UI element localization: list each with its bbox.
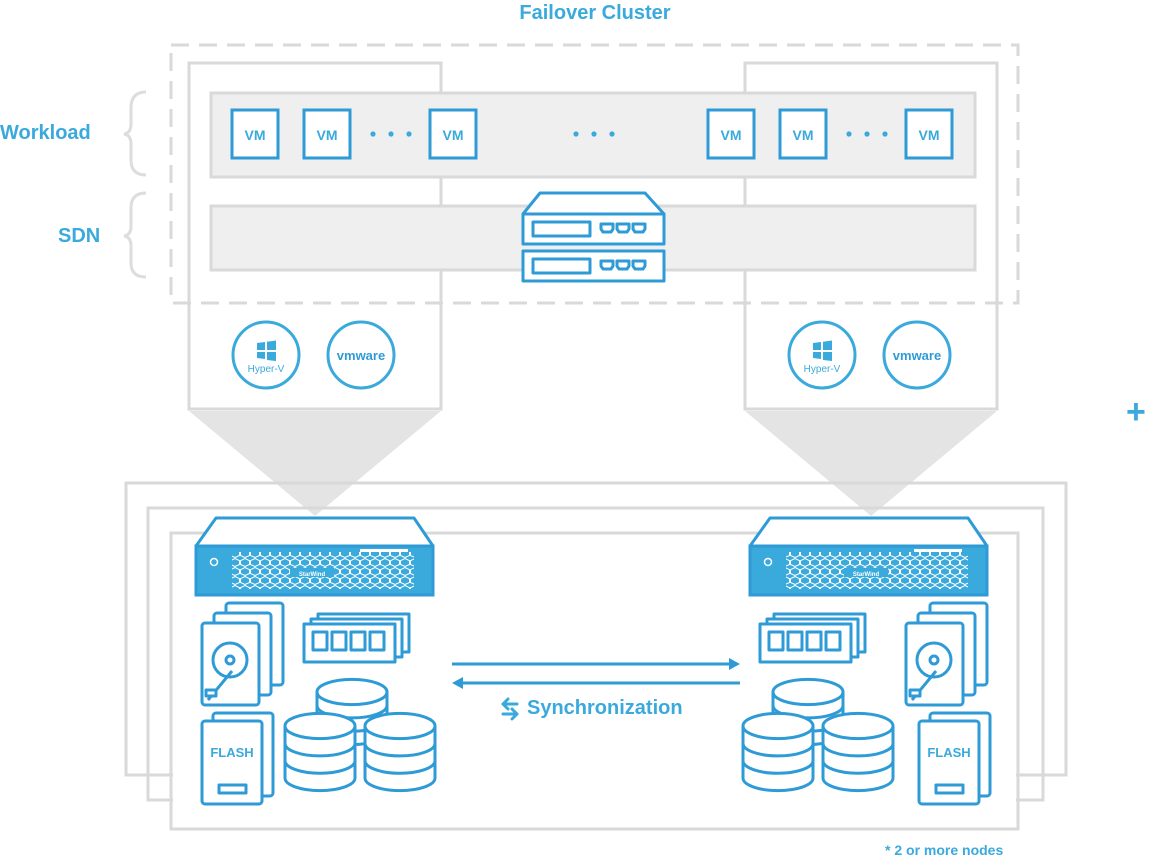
vm-box: VM (230, 108, 280, 160)
server-brand-left: StarWind (299, 572, 326, 578)
ellipsis-right (846, 131, 888, 137)
ram-icon-left (302, 612, 411, 664)
flash-drive-left (200, 711, 275, 806)
windows-icon (257, 340, 276, 361)
sdn-brace (123, 191, 147, 279)
vm-label: VM (919, 127, 940, 143)
funnel-right (745, 411, 997, 516)
synchronization-label: Synchronization (527, 697, 683, 719)
workload-label: Workload (0, 122, 91, 144)
database-icon (741, 711, 815, 793)
hyperv-label-left: Hyper-V (248, 364, 285, 375)
vmware-circle-right (882, 320, 952, 390)
vm-label: VM (793, 127, 814, 143)
flash-drive-right (917, 711, 992, 806)
vm-label: VM (443, 127, 464, 143)
vm-label: VM (317, 127, 338, 143)
hyperv-circle-left (231, 320, 301, 390)
ellipsis-left (370, 131, 412, 137)
vm-label: VM (245, 127, 266, 143)
vm-group: VM VM VM VM VM VM (230, 108, 954, 160)
server-left-icon (194, 516, 435, 597)
failover-cluster-box (169, 43, 1020, 305)
hyperv-circle-right (787, 320, 857, 390)
ellipses (370, 131, 888, 137)
plus-icon: + (1126, 393, 1146, 431)
sdn-switch-icon (521, 191, 666, 283)
sync-arrows (452, 658, 740, 689)
database-stacks (283, 677, 895, 793)
vm-box: VM (904, 108, 954, 160)
vm-box: VM (706, 108, 756, 160)
windows-icon (813, 340, 832, 361)
hdd-icon-left (200, 601, 285, 707)
vmware-logo-right: vmware (893, 348, 941, 363)
ram-icon-right (758, 612, 867, 664)
workload-brace (123, 90, 147, 177)
funnel-left (189, 411, 441, 516)
vm-box: VM (428, 108, 478, 160)
server-brand-right: StarWind (853, 572, 880, 578)
ellipsis-middle (573, 131, 615, 137)
flash-label-left: FLASH (210, 745, 253, 760)
vm-label: VM (721, 127, 742, 143)
diagram-title: Failover Cluster (519, 2, 671, 24)
database-icon (821, 711, 895, 793)
sync-icon (501, 697, 519, 721)
footnote: * 2 or more nodes (885, 842, 1004, 858)
vmware-logo-left: vmware (337, 348, 385, 363)
hdd-icon-right (904, 601, 989, 707)
hyperv-label-right: Hyper-V (804, 364, 841, 375)
flash-label-right: FLASH (927, 745, 970, 760)
vm-box: VM (778, 108, 828, 160)
vmware-circle-left (326, 320, 396, 390)
database-icon (283, 711, 357, 793)
vm-box: VM (302, 108, 352, 160)
sdn-label: SDN (58, 225, 101, 247)
server-right-icon (748, 516, 989, 597)
database-icon (363, 711, 437, 793)
